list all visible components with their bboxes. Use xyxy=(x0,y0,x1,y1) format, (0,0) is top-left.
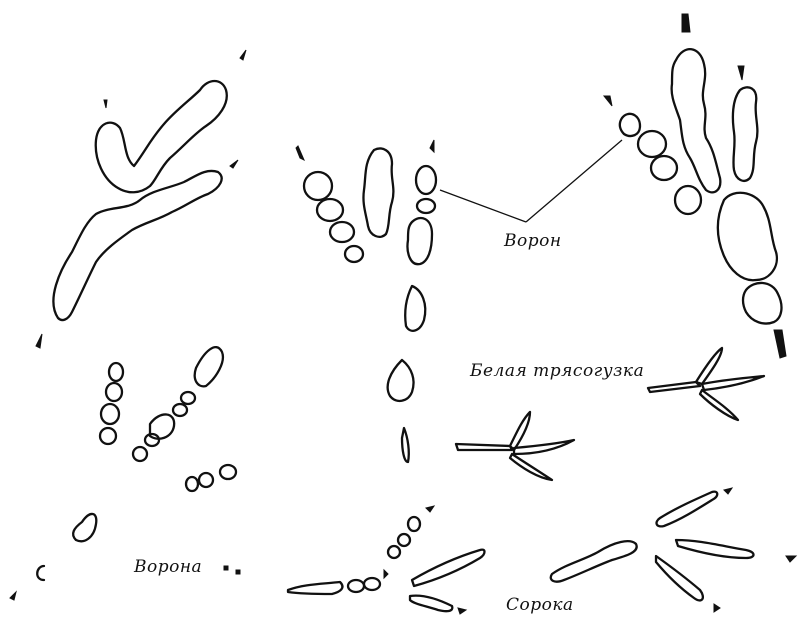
raven-mid-heel-claw xyxy=(402,428,409,462)
raven-mid-pad-a1 xyxy=(304,172,332,200)
raven-left-claw-3 xyxy=(230,160,238,168)
raven-track-middle xyxy=(296,140,436,462)
magpie-l-pad-b2 xyxy=(364,578,380,590)
raven-right-toe-right xyxy=(733,87,758,181)
crow-pad-l2 xyxy=(106,383,122,401)
magpie-r-claw-down xyxy=(714,604,720,612)
crow-pad-h1 xyxy=(186,477,198,491)
crow-label-mark-2 xyxy=(236,570,240,574)
wagtail-r-toe-down xyxy=(700,390,738,420)
magpie-l-toe-back xyxy=(288,582,342,594)
wagtail-track-left xyxy=(456,412,574,480)
raven-track-right xyxy=(604,14,786,358)
raven-mid-claw-right xyxy=(430,140,434,152)
magpie-track-left xyxy=(288,506,485,614)
crow-claw-c xyxy=(37,566,44,580)
raven-track-left xyxy=(36,50,246,348)
crow-label-mark-1 xyxy=(224,566,228,570)
leader-to-right-track xyxy=(526,140,622,222)
magpie-r-toe-right xyxy=(676,540,754,558)
crow-pad-r1 xyxy=(195,347,223,386)
raven-left-toe-lower xyxy=(53,171,221,320)
magpie-l-claw-down xyxy=(458,608,466,614)
magpie-l-claw-mid xyxy=(384,570,388,578)
raven-right-toe-middle xyxy=(672,49,721,192)
crow-pad-r3 xyxy=(173,404,187,416)
wagtail-r-toe-mid xyxy=(702,376,764,390)
magpie-r-toe-back xyxy=(551,541,637,581)
wagtail-r-toe-up xyxy=(696,348,722,384)
wagtail-l-toe-mid xyxy=(514,440,574,454)
magpie-r-toe-down xyxy=(656,556,703,600)
raven-right-heel xyxy=(743,283,781,324)
crow-pad-heel xyxy=(73,514,96,541)
raven-mid-pad-c3 xyxy=(408,218,433,264)
magpie-l-pad-3 xyxy=(388,546,400,558)
label-magpie: Сорока xyxy=(506,595,574,615)
crow-pad-r6 xyxy=(133,447,147,461)
label-white-wagtail: Белая трясогузка xyxy=(469,361,644,381)
crow-pad-l1 xyxy=(109,363,123,381)
raven-mid-pad-c2 xyxy=(417,199,435,213)
magpie-r-claw-up xyxy=(724,488,732,494)
raven-left-toe-upper xyxy=(96,81,227,192)
raven-left-claw-1 xyxy=(104,100,107,108)
raven-right-claw-top xyxy=(682,14,690,32)
raven-right-pad-l2 xyxy=(638,131,666,157)
raven-mid-claw-left xyxy=(296,146,304,160)
magpie-l-claw-top xyxy=(426,506,434,512)
raven-right-pad-l1 xyxy=(620,114,640,136)
crow-pad-h3 xyxy=(220,465,236,479)
magpie-l-pad-2 xyxy=(398,534,410,546)
raven-right-palm xyxy=(718,193,777,280)
raven-left-claw-2 xyxy=(240,50,246,60)
raven-right-claw-mid xyxy=(738,66,744,80)
wagtail-l-toe-back xyxy=(456,444,512,450)
raven-right-claw-left xyxy=(604,96,612,106)
wagtail-l-toe-down xyxy=(510,454,552,480)
label-crow: Ворона xyxy=(133,557,202,577)
raven-mid-pad-a4 xyxy=(345,246,363,262)
magpie-l-pad-1 xyxy=(408,517,420,531)
leader-to-middle-track xyxy=(440,190,526,222)
wagtail-r-toe-back xyxy=(648,382,700,392)
magpie-r-claw-right xyxy=(786,556,796,562)
magpie-l-toe-down xyxy=(410,596,452,612)
raven-mid-pad-a3 xyxy=(330,222,354,242)
label-raven: Ворон xyxy=(503,231,562,251)
raven-mid-heel-b xyxy=(388,360,414,401)
crow-pad-l4 xyxy=(100,428,116,444)
raven-right-pad-l3 xyxy=(651,156,677,180)
raven-right-pad-l4 xyxy=(675,186,701,214)
raven-label-leaders xyxy=(440,140,622,222)
raven-mid-pad-c1 xyxy=(416,166,436,194)
crow-claw-dot xyxy=(10,592,16,600)
crow-pad-l3 xyxy=(101,404,119,424)
raven-mid-pad-a2 xyxy=(317,199,343,221)
raven-left-claw-4 xyxy=(36,334,42,348)
raven-mid-pad-center xyxy=(363,149,393,237)
crow-pad-r5 xyxy=(145,434,159,446)
wagtail-track-right xyxy=(648,348,764,420)
magpie-l-pad-b1 xyxy=(348,580,364,592)
raven-mid-heel-a xyxy=(405,286,425,331)
crow-track xyxy=(10,347,240,600)
crow-pad-h2 xyxy=(199,473,213,487)
raven-right-heel-claw xyxy=(774,330,786,358)
magpie-l-toe-right xyxy=(412,550,485,586)
crow-pad-r2 xyxy=(181,392,195,404)
magpie-r-toe-up xyxy=(657,492,718,527)
magpie-track-right xyxy=(551,488,796,612)
wagtail-l-toe-up xyxy=(510,412,530,450)
